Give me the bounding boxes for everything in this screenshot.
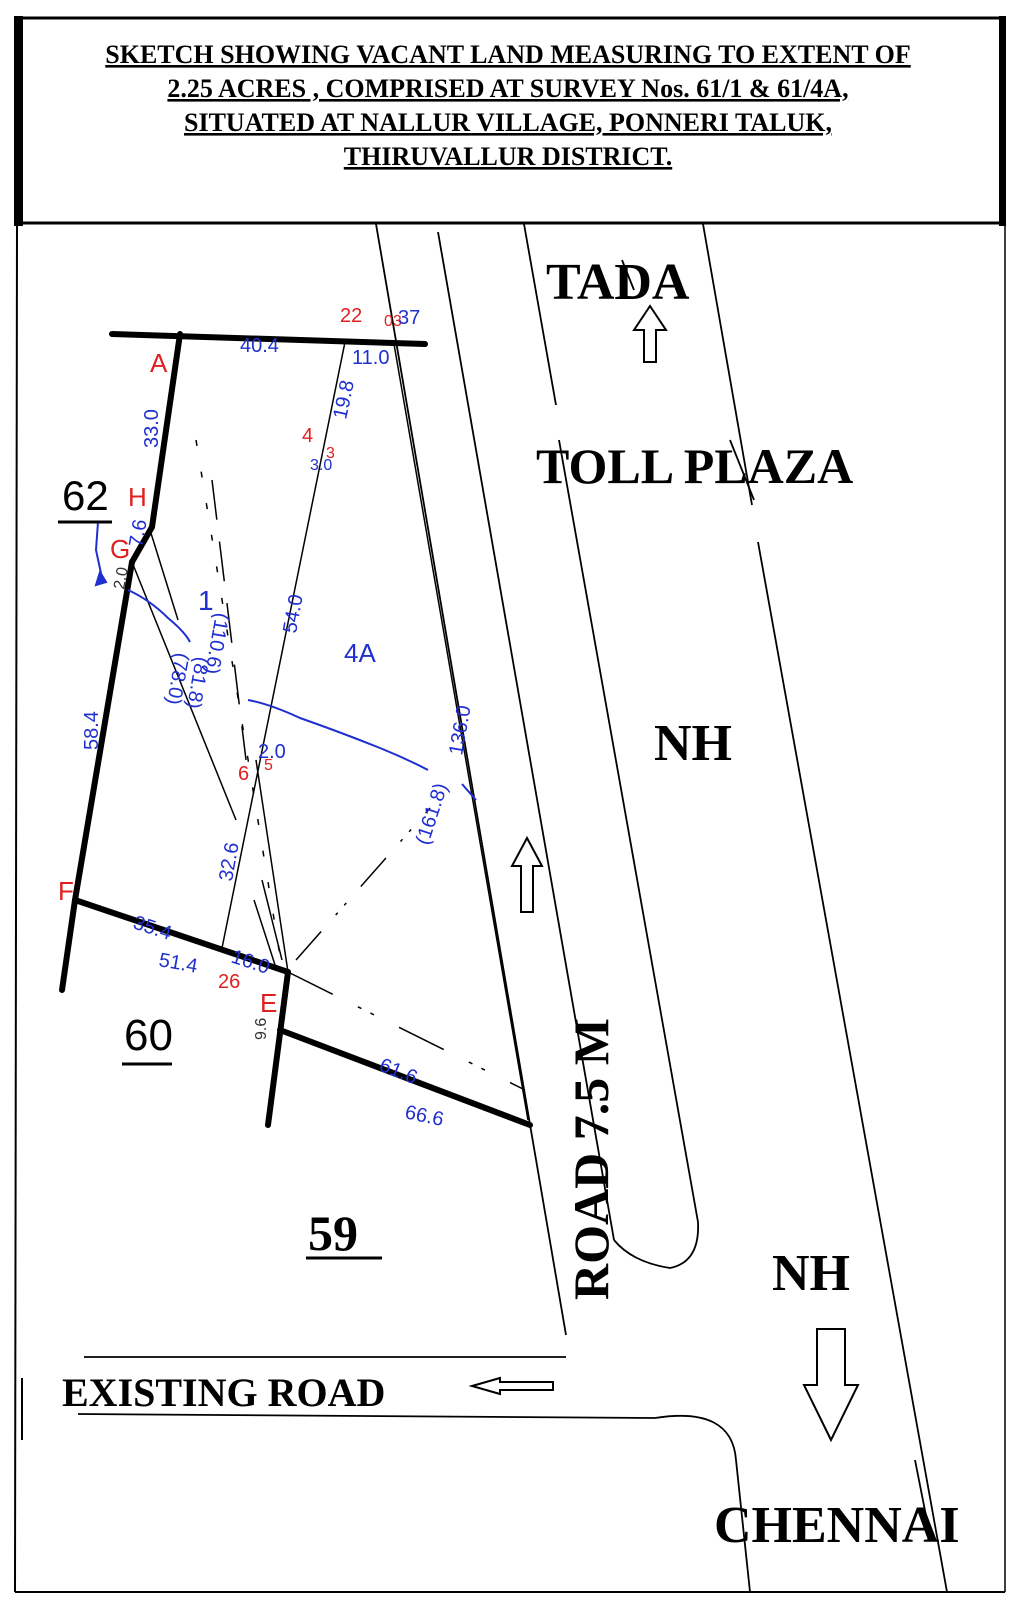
boundary-a-h [149,331,183,530]
line-g-cut [149,529,179,621]
measure-136-0: 136.0 [445,704,475,757]
frame-left [14,223,18,1593]
title-line-3: SITUATED AT NALLUR VILLAGE, PONNERI TALU… [184,108,832,137]
label-tada: TADA [546,254,690,311]
road-7-5m-right-edge [437,231,615,1241]
boundary-f-south [59,897,78,993]
measure-32-6: 32.6 [215,841,243,883]
point-f: F [58,876,74,906]
diag-g-e [131,561,237,821]
measure-26: 26 [218,971,240,993]
measure-03: 03 [384,313,402,330]
nh-divider-left-mid [558,439,699,1223]
measure-5: 5 [264,757,273,774]
measure-61-6: 61.6 [376,1054,420,1089]
line-near-e-2 [253,899,277,969]
subdivision-line [221,341,346,949]
point-a: A [150,348,168,378]
title-box-right-bar [999,16,1006,226]
measure-9-6: 9.6 [253,1018,270,1040]
measure-3-0: 3.0 [310,457,332,474]
tada-divider [621,259,635,291]
existing-road-lower-edge [77,1413,751,1593]
measure-3: 3 [326,445,335,462]
blue-wavy-line-main [247,699,429,771]
point-h: H [128,482,147,512]
survey-number-59: 59 [308,1205,358,1261]
east-boundary-line [393,343,529,1121]
title-line-1: SKETCH SHOWING VACANT LAND MEASURING TO … [105,40,910,69]
nh-divider-right-upper [702,223,753,506]
measure-37: 37 [398,307,420,329]
boundary-e-south [265,969,291,1128]
measure-2-0-a: 2.0 [111,566,132,591]
measure-11-0: 11.0 [352,347,389,369]
boundary-g-f [72,559,135,903]
measure-7-6: 7.6 [125,518,151,549]
blue-division-lines [94,521,477,801]
point-e: E [260,988,277,1018]
measure-51-4: 51.4 [157,949,199,977]
label-road-7-5m: ROAD 7.5 M [563,1018,619,1300]
measure-22: 22 [340,305,362,327]
boundary-h-g [129,524,155,565]
survey-lines [131,341,529,1121]
blue-bracket-62 [94,521,103,579]
subdivision-1: 1 [198,585,214,616]
measure-6: 6 [238,763,249,785]
survey-number-62: 62 [62,472,109,519]
boundary-e-road [277,1027,533,1128]
blue-tick-136 [461,783,477,801]
measure-33-0: 33.0 [141,409,163,448]
road-junction-curve [613,1221,699,1269]
north-boundary [109,331,428,347]
measure-54-0: 54.0 [279,593,307,635]
toll-plaza-divider [729,439,755,501]
label-toll-plaza: TOLL PLAZA [536,438,853,494]
road-7-5m-left-edge [375,223,567,1336]
measure-2-0-b: 2.0 [258,741,286,763]
chennai-divider [914,1459,931,1537]
survey-number-60: 60 [124,1011,173,1060]
label-chennai: CHENNAI [714,1497,960,1554]
label-existing-road: EXISTING ROAD [62,1370,385,1415]
diag-a-6 [211,479,247,761]
blue-wavy-line-upper [127,589,191,643]
measure-40-4: 40.4 [240,335,279,357]
label-nh-lower: NH [772,1245,850,1302]
boundary-f-e [72,897,291,975]
measure-66-6: 66.6 [403,1101,446,1131]
arrow-left-icon [468,1376,554,1396]
blue-arrow-tip [94,569,108,587]
diag-e-136 [295,807,431,961]
point-g: G [110,534,130,564]
line-e-road-dashed [287,971,526,1091]
road-lines [77,223,948,1593]
label-nh-upper: NH [654,715,732,772]
nh-divider-left-upper [523,223,557,406]
title-box [16,16,1005,225]
title-line-2: 2.25 ACRES , COMPRISED AT SURVEY Nos. 61… [167,74,848,103]
arrow-down-icon [802,1328,860,1443]
title-box-left-bar [14,16,23,226]
measure-4: 4 [302,425,313,447]
nh-divider-right-lower [757,541,948,1593]
subdivision-4a: 4A [344,638,376,668]
line-6-e [255,759,289,973]
measure-35-4: 35.4 [130,912,174,945]
measure-161-8: (161.8) [412,780,453,847]
line-near-e [261,879,283,961]
measure-19-8: 19.8 [329,378,359,421]
arrow-up-icon [632,304,668,363]
measure-58-4: 58.4 [81,711,103,750]
land-boundary [59,331,533,1128]
title-line-4: THIRUVALLUR DISTRICT. [344,142,672,171]
arrow-up-icon [510,835,544,913]
